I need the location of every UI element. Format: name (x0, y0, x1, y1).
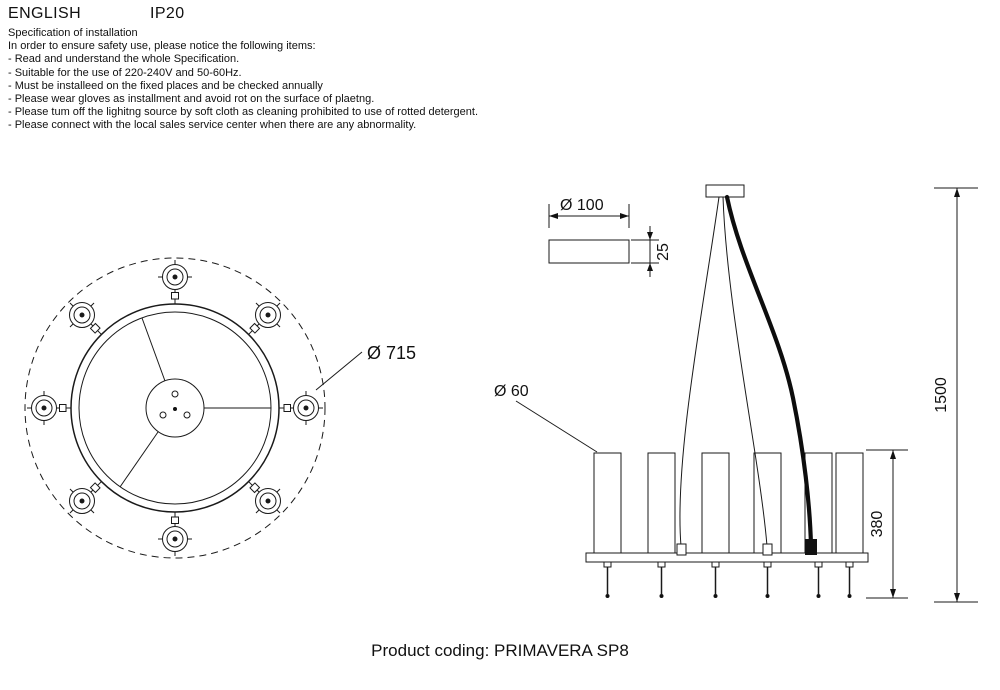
stem (845, 561, 854, 598)
sheet-header: ENGLISH IP20 (8, 5, 184, 23)
lamp-holder (57, 290, 114, 347)
cable-connector (805, 539, 817, 555)
installation-spec: Specification of installation In order t… (8, 27, 478, 133)
center-hub (145, 378, 205, 438)
spec-item: - Read and understand the whole Specific… (8, 53, 240, 66)
language-label: ENGLISH (8, 5, 82, 22)
stem (763, 561, 772, 598)
stem (711, 561, 720, 598)
wire-connector (762, 543, 773, 556)
hub-spokes (119, 317, 271, 488)
product-coding: Product coding: PRIMAVERA SP8 (371, 641, 629, 660)
lamp-holder (278, 390, 324, 426)
canopy-disc (548, 239, 630, 264)
dim-canopy-height: 25 (631, 226, 672, 277)
spec-item: - Please connect with the local sales se… (8, 119, 417, 132)
stem (814, 561, 823, 598)
wire-connector (676, 543, 687, 556)
canopy-height-label: 25 (655, 243, 672, 261)
overall-diameter-circle (24, 257, 326, 559)
bottom-stems (603, 561, 854, 598)
ceiling-canopy (705, 184, 745, 198)
shade-cylinders (593, 452, 864, 556)
stem (657, 561, 666, 598)
power-cable (724, 194, 817, 555)
canopy-diameter-label: Ø 100 (560, 197, 604, 214)
overall-height-label: 1500 (933, 377, 950, 413)
canopy-detail: Ø 100 25 (548, 197, 672, 277)
dim-overall-height: 1500 (933, 187, 978, 603)
spec-title: Specification of installation (8, 27, 138, 39)
spec-intro: In order to ensure safety use, please no… (8, 40, 316, 53)
shade-cylinder (647, 452, 676, 556)
spec-item: - Suitable for the use of 220-240V and 5… (8, 66, 242, 79)
overall-diameter-label: Ø 715 (367, 343, 416, 363)
lamp-holder (57, 469, 114, 526)
shade-cylinder (593, 452, 622, 556)
spec-item: - Must be installeed on the fixed places… (8, 79, 323, 92)
shade-diameter-label: Ø 60 (494, 383, 529, 400)
dim-shade-diameter: Ø 60 (494, 383, 598, 453)
shade-cylinder (835, 452, 864, 556)
shade-cylinder (753, 452, 782, 556)
lamp-holder (236, 469, 293, 526)
suspension-wires (676, 196, 773, 556)
dim-overall-diameter: Ø 715 (315, 343, 416, 391)
dim-canopy-diameter: Ø 100 (548, 197, 630, 228)
lamp-holder (236, 290, 293, 347)
shade-cylinder (701, 452, 730, 556)
body-height-label: 380 (869, 511, 886, 538)
stem (603, 561, 612, 598)
top-view: Ø 715 (24, 257, 416, 559)
ip-rating-label: IP20 (150, 5, 185, 22)
spec-item: - Please tum off the lighitng source by … (8, 106, 479, 119)
mounting-bar (585, 552, 869, 563)
spec-item: - Please wear gloves as installment and … (8, 93, 375, 106)
lamp-holder (157, 511, 193, 557)
dim-body-height: 380 (866, 449, 908, 599)
lamp-holder (26, 390, 72, 426)
lamp-holder (157, 259, 193, 305)
side-view: Ø 100 25 (494, 184, 978, 603)
